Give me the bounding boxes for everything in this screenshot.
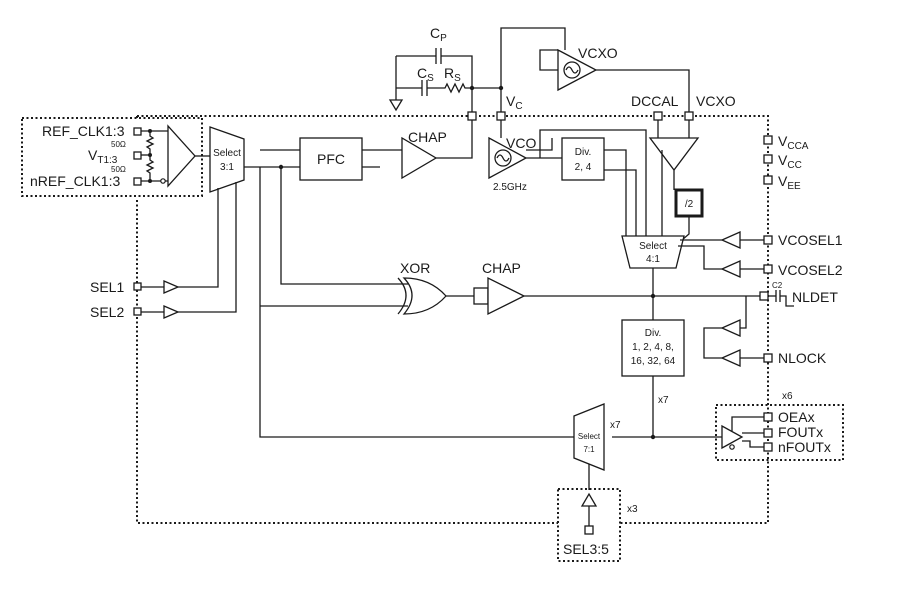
nref-clk-label: nREF_CLK1:3: [30, 173, 120, 189]
nfoutx-label: nFOUTx: [778, 439, 831, 455]
svg-text:CHAP: CHAP: [482, 260, 521, 276]
nldet-pin[interactable]: [759, 291, 769, 301]
div-main-block: Div. 1, 2, 4, 8, 16, 32, 64: [621, 319, 685, 377]
vcosel2-label: VCOSEL2: [778, 262, 843, 278]
svg-text:4:1: 4:1: [646, 254, 660, 265]
cp-label: CP: [430, 25, 447, 44]
sel-inputs: SEL1 SEL2: [90, 182, 237, 320]
nlock-pin[interactable]: [763, 353, 773, 363]
svg-text:VCO: VCO: [506, 135, 536, 151]
vc-pin[interactable]: [496, 111, 506, 121]
svg-text:VCXO: VCXO: [578, 45, 618, 61]
oeax-label: OEAx: [778, 409, 815, 425]
foutx-pin[interactable]: [763, 428, 773, 438]
vee-label: VEE: [778, 173, 801, 192]
ref-clk-label: REF_CLK1:3: [42, 123, 125, 139]
sel1-buffer: [163, 280, 180, 294]
vcca-pin[interactable]: [763, 135, 773, 145]
vcosel1-label: VCOSEL1: [778, 232, 843, 248]
select-3-1: Select 3:1: [209, 126, 245, 193]
svg-text:Select: Select: [578, 432, 601, 441]
pfc-block: PFC: [299, 137, 363, 181]
chap-2: CHAP: [482, 260, 526, 316]
vcc-pin[interactable]: [763, 154, 773, 164]
svg-text:1, 2, 4, 8,: 1, 2, 4, 8,: [632, 342, 674, 353]
ref-input-buffer: [167, 124, 196, 188]
sel2-buffer: [163, 305, 180, 319]
nldet-label: NLDET: [792, 289, 838, 305]
nlock-label: NLOCK: [778, 350, 827, 366]
svg-text:PFC: PFC: [317, 151, 345, 167]
div2-block: /2: [674, 188, 704, 218]
svg-text:16, 32, 64: 16, 32, 64: [631, 356, 676, 367]
chap2-input-box: [473, 287, 489, 305]
xor-gate: XOR: [397, 260, 447, 315]
nref-clk-pin[interactable]: [133, 177, 142, 186]
nldet-pin-group: C2 NLDET: [759, 281, 838, 307]
resistor-2-label: 50Ω: [111, 165, 126, 174]
ref-clk-pin[interactable]: [133, 127, 142, 136]
vcxo-block: VCXO: [557, 45, 618, 92]
vcosel2-pin[interactable]: [763, 264, 773, 274]
svg-text:2, 4: 2, 4: [575, 162, 592, 173]
sel2-pin[interactable]: [133, 307, 142, 316]
svg-text:Div.: Div.: [575, 147, 591, 158]
vcc-label: VCC: [778, 152, 802, 171]
output-group: [715, 404, 844, 461]
cs-label: CS: [417, 65, 434, 84]
output-section: x6 OEAx FOUTx nFOUTx: [721, 391, 831, 455]
chip-boundary: [136, 115, 769, 524]
sel35-label: SEL3:5: [563, 541, 609, 557]
vc-label: VC: [506, 93, 523, 112]
select-7-1: Select 7:1: [573, 403, 605, 471]
power-pins: VCCA VCC VEE: [763, 133, 809, 192]
oeax-pin[interactable]: [763, 412, 773, 422]
sel1-label: SEL1: [90, 279, 124, 295]
sel35-section: SEL3:5 x3: [563, 492, 638, 557]
svg-text:2.5GHz: 2.5GHz: [493, 182, 527, 193]
vco-block: VCO 2.5GHz: [488, 120, 536, 193]
x3-label: x3: [627, 504, 638, 515]
nfoutx-pin[interactable]: [763, 442, 773, 452]
svg-text:Div.: Div.: [645, 328, 661, 339]
vt-label: VT1:3: [88, 147, 118, 166]
vt-pin[interactable]: [133, 151, 142, 160]
x6-label: x6: [782, 391, 793, 402]
svg-text:3:1: 3:1: [220, 162, 234, 173]
svg-text:7:1: 7:1: [583, 445, 595, 454]
nlock-section: NLOCK: [703, 296, 827, 368]
resistor-1-label: 50Ω: [111, 140, 126, 149]
div-2-4-block: Div. 2, 4: [561, 137, 605, 181]
ground-icon: [388, 99, 404, 112]
loop-filter-pin[interactable]: [467, 111, 477, 121]
vcca-label: VCCA: [778, 133, 809, 152]
c2-label: C2: [772, 281, 783, 290]
x7-div-label: x7: [658, 395, 669, 406]
vcxo-pin-label: VCXO: [696, 93, 736, 109]
svg-text:Select: Select: [639, 241, 667, 252]
chap-1: CHAP: [401, 129, 447, 180]
vee-pin[interactable]: [763, 175, 773, 185]
vcxo-pin[interactable]: [684, 111, 694, 121]
select-4-1: Select 4:1: [621, 235, 685, 269]
svg-text:XOR: XOR: [400, 260, 430, 276]
svg-text:CHAP: CHAP: [408, 129, 447, 145]
loop-filter: CP CS RS VC: [388, 25, 566, 121]
vcxo-buffer: [648, 137, 700, 172]
ref-input-section: REF_CLK1:3 VT1:3 nREF_CLK1:3 50Ω 50Ω: [30, 123, 210, 189]
foutx-label: FOUTx: [778, 424, 823, 440]
x7-sel-label: x7: [610, 420, 621, 431]
rs-label: RS: [444, 65, 461, 84]
vcosel-inputs: VCOSEL1 VCOSEL2: [678, 230, 843, 279]
vcosel1-pin[interactable]: [763, 235, 773, 245]
sel35-pin[interactable]: [584, 525, 594, 535]
sel1-pin[interactable]: [133, 282, 142, 291]
svg-text:Select: Select: [213, 148, 241, 159]
dccal-pin[interactable]: [653, 111, 663, 121]
svg-text:/2: /2: [685, 199, 694, 210]
sel2-label: SEL2: [90, 304, 124, 320]
ref-input-group: [21, 117, 203, 197]
dccal-label: DCCAL: [631, 93, 679, 109]
